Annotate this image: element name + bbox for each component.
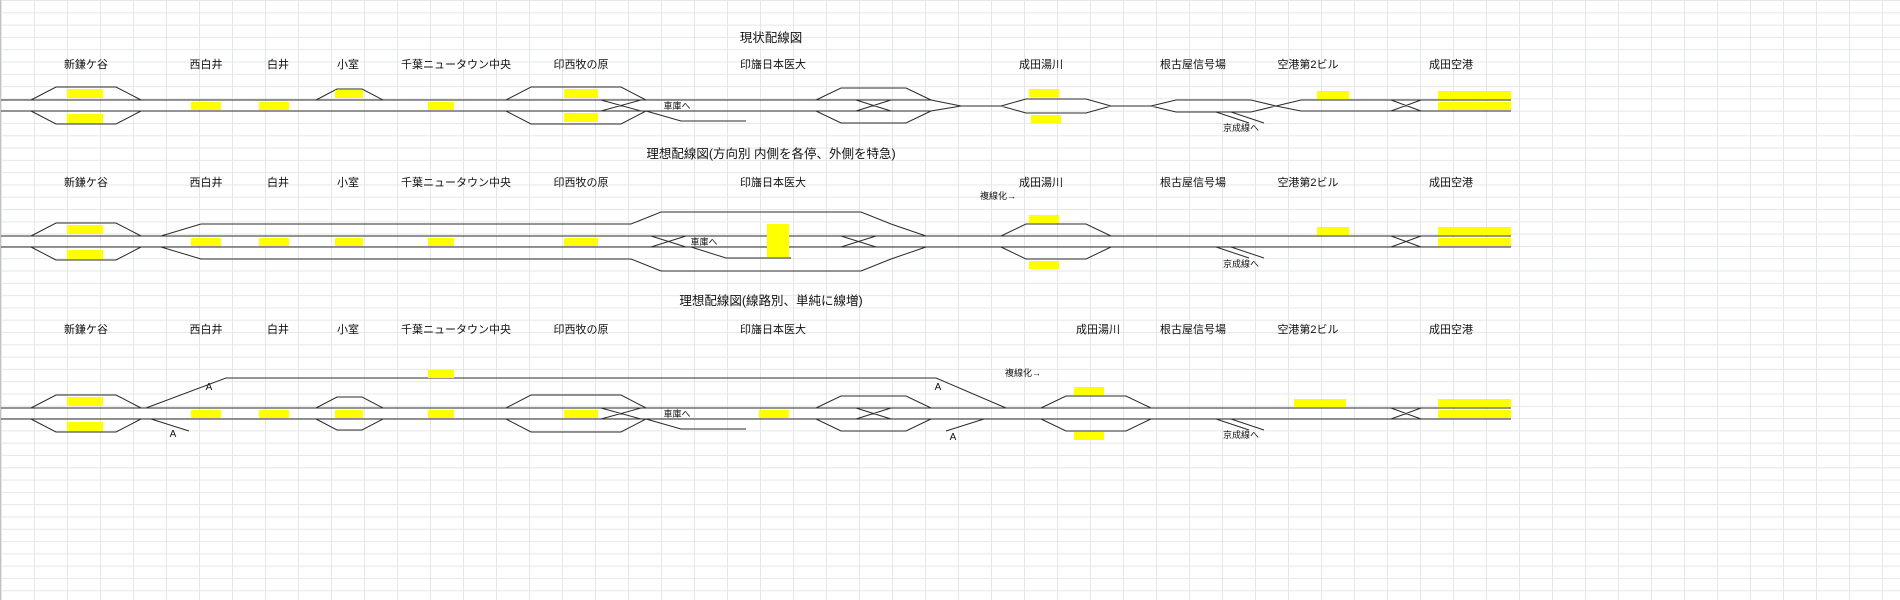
track-lines-ideal-by-track [1,377,1511,433]
station-label-chiba-newtown-chuo: 千葉ニュータウン中央 [401,175,511,189]
to-depot-label: 車庫へ [690,236,717,247]
station-label-chiba-newtown-chuo: 千葉ニュータウン中央 [401,57,511,71]
section-title-ideal-by-track: 理想配線図(線路別、単純に線増) [679,293,862,308]
connection-point-a-upper-right: A [935,382,942,393]
to-keisei-label: 京成線へ [1223,122,1259,133]
station-label-airport-terminal2: 空港第2ビル [1277,322,1338,336]
station-label-inzai-makinohara: 印西牧の原 [554,57,609,71]
to-depot-label: 車庫へ [663,100,690,111]
connection-point-a-lower-right: A [950,432,957,443]
station-label-narita-yukawa: 成田湯川 [1019,176,1063,189]
station-label-inba-nihon-idai: 印旛日本医大 [740,175,806,189]
station-label-chiba-newtown-chuo: 千葉ニュータウン中央 [401,322,511,336]
station-label-komuro: 小室 [337,57,359,71]
station-label-komuro: 小室 [337,175,359,189]
station-label-narita-airport: 成田空港 [1429,175,1473,189]
station-label-narita-airport: 成田空港 [1429,322,1473,336]
platforms-ideal-directional [67,215,1511,269]
station-label-shiroi: 白井 [267,322,289,336]
double-tracking-label: 複線化→ [1005,367,1041,378]
track-lines-current [1,86,1511,125]
station-label-inba-nihon-idai: 印旛日本医大 [740,57,806,71]
station-label-airport-terminal2: 空港第2ビル [1277,175,1338,189]
station-label-shin-kamagaya: 新鎌ケ谷 [64,175,108,189]
station-labels-current: 新鎌ケ谷 西白井 白井 小室 千葉ニュータウン中央 印西牧の原 印旛日本医大 成… [64,57,1473,71]
station-label-negoya-signal: 根古屋信号場 [1160,322,1226,336]
station-label-nishi-shiroi: 西白井 [190,57,223,71]
station-label-shin-kamagaya: 新鎌ケ谷 [64,57,108,71]
section-ideal-by-track: 理想配線図(線路別、単純に線増) 新鎌ケ谷 西白井 白井 小室 千葉ニュータウン… [1,293,1511,443]
station-label-nishi-shiroi: 西白井 [190,175,223,189]
station-label-inzai-makinohara: 印西牧の原 [554,175,609,189]
connection-point-a-upper-left: A [206,382,213,393]
to-keisei-label: 京成線へ [1223,429,1259,440]
section-ideal-directional: 理想配線図(方向別 内側を各停、外側を特急) 新鎌ケ谷 西白井 白井 小室 千葉… [1,146,1511,272]
section-title-ideal-directional: 理想配線図(方向別 内側を各停、外側を特急) [646,146,895,161]
to-keisei-label: 京成線へ [1223,258,1259,269]
station-label-narita-airport: 成田空港 [1429,57,1473,71]
station-label-inba-nihon-idai: 印旛日本医大 [740,322,806,336]
station-label-shin-kamagaya: 新鎌ケ谷 [64,322,108,336]
station-label-nishi-shiroi: 西白井 [190,322,223,336]
to-depot-label: 車庫へ [663,408,690,419]
station-label-airport-terminal2: 空港第2ビル [1277,57,1338,71]
station-label-negoya-signal: 根古屋信号場 [1160,57,1226,71]
station-label-inzai-makinohara: 印西牧の原 [554,322,609,336]
station-label-komuro: 小室 [337,322,359,336]
double-tracking-label: 複線化→ [980,190,1016,201]
section-title-current: 現状配線図 [740,30,803,45]
connection-point-a-lower-left: A [170,429,177,440]
station-label-shiroi: 白井 [267,175,289,189]
station-label-negoya-signal: 根古屋信号場 [1160,175,1226,189]
platforms-current [67,89,1511,123]
station-label-shiroi: 白井 [267,57,289,71]
station-label-narita-yukawa: 成田湯川 [1076,323,1120,336]
station-labels-ideal-directional: 新鎌ケ谷 西白井 白井 小室 千葉ニュータウン中央 印西牧の原 印旛日本医大 成… [64,175,1473,189]
section-current: 現状配線図 新鎌ケ谷 西白井 白井 小室 千葉ニュータウン中央 印西牧の原 印旛… [1,30,1511,133]
station-label-narita-yukawa: 成田湯川 [1019,58,1063,71]
track-lines-ideal-directional [1,211,1511,272]
station-labels-ideal-by-track: 新鎌ケ谷 西白井 白井 小室 千葉ニュータウン中央 印西牧の原 印旛日本医大 成… [64,322,1473,336]
platforms-ideal-by-track [67,370,1511,440]
